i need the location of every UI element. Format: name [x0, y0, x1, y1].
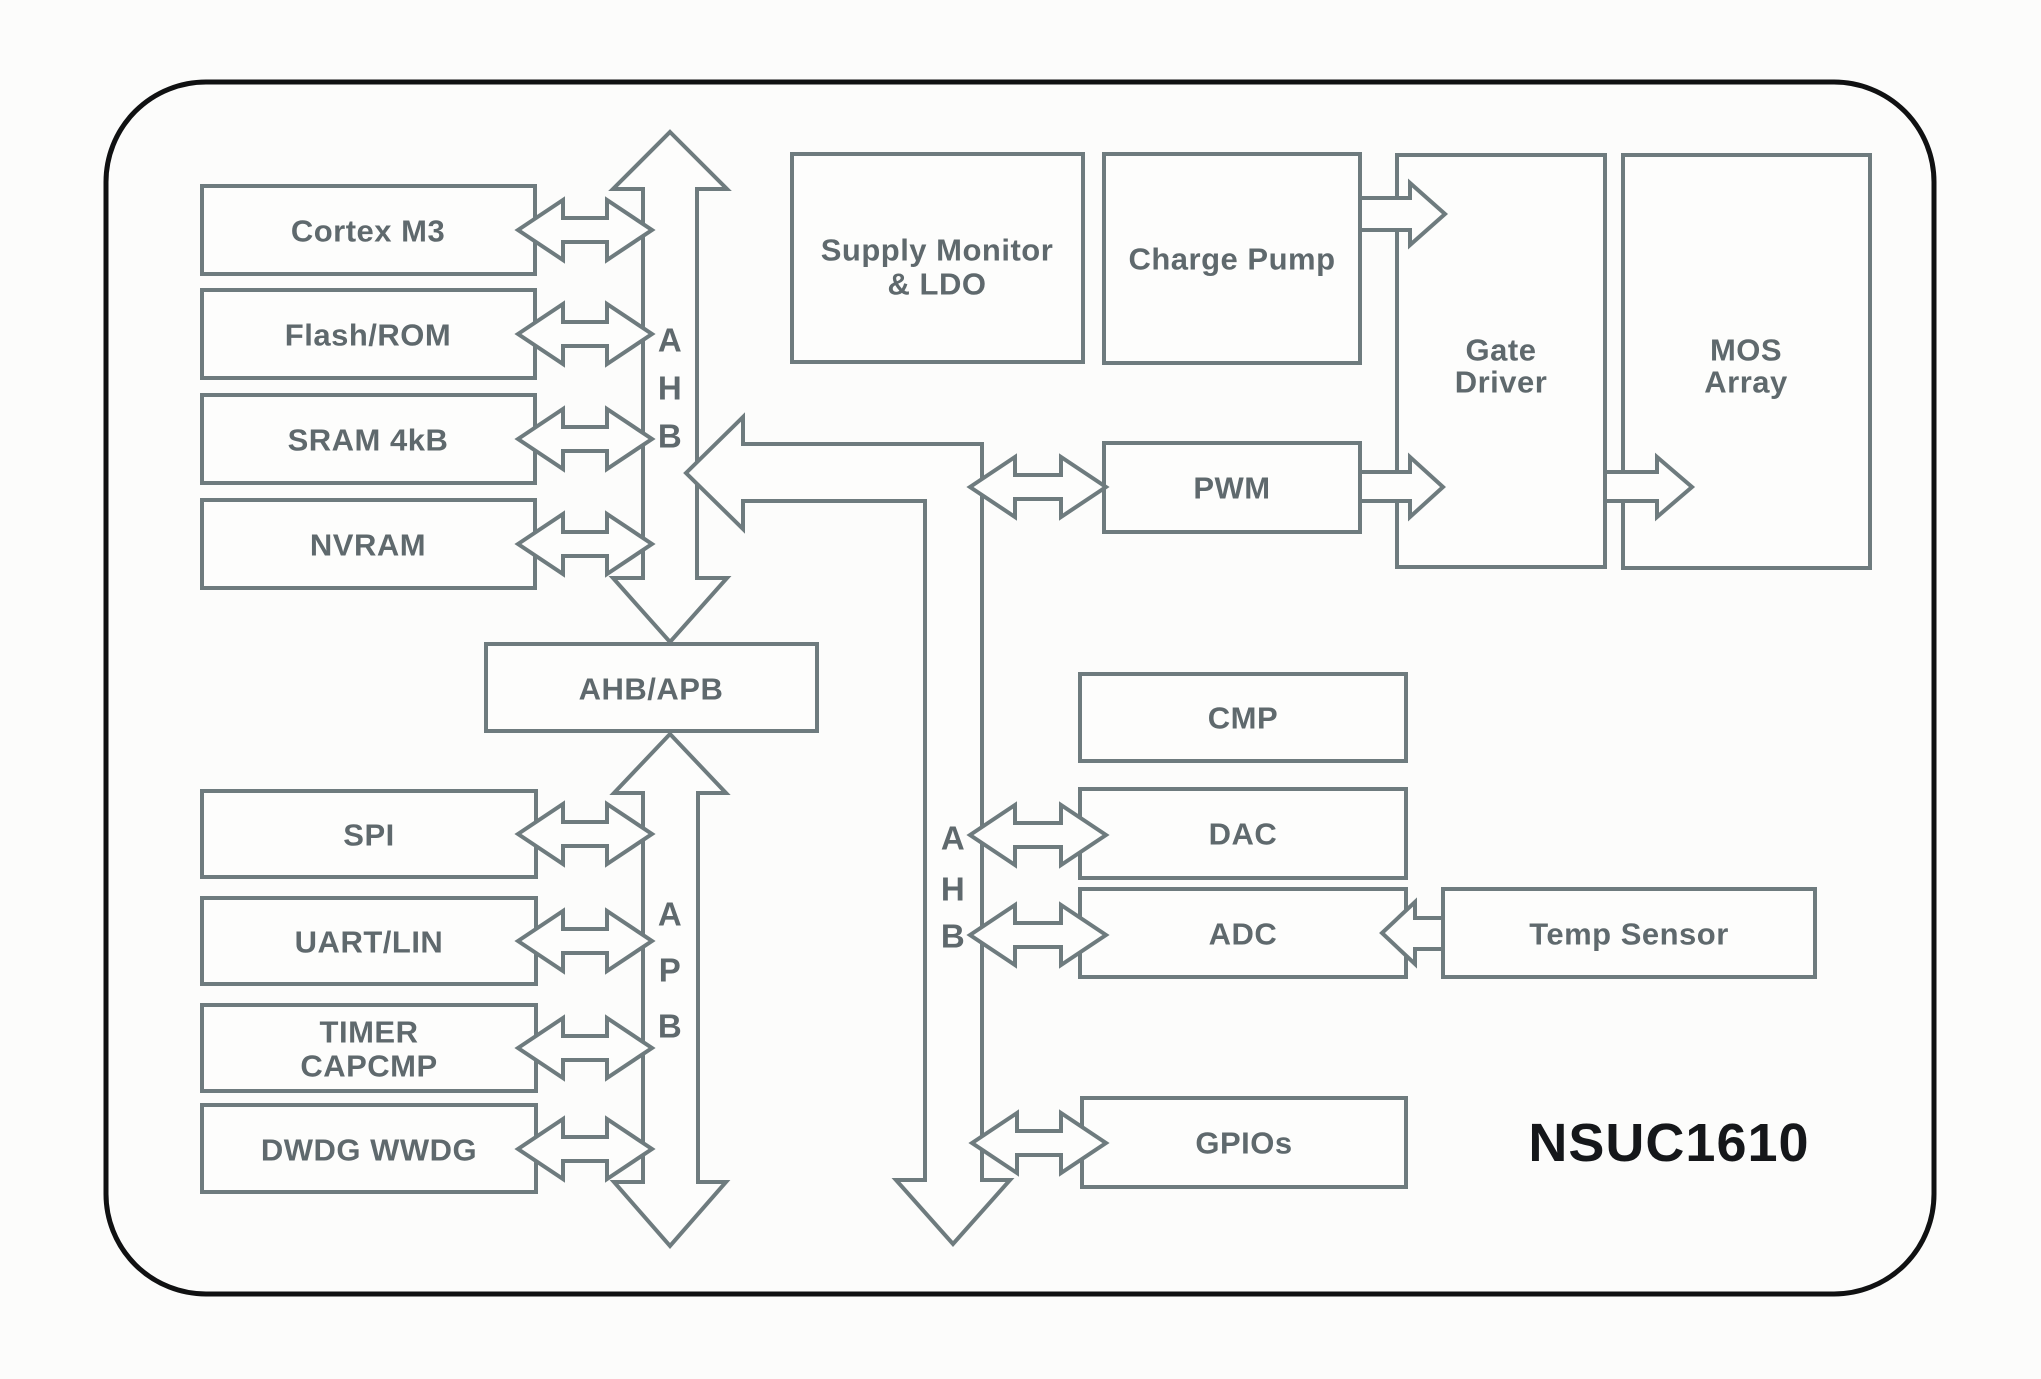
- label-dwdg-wwdg: DWDG WWDG: [261, 1133, 477, 1168]
- box-spi: [200, 789, 538, 879]
- arrow-pwm-ahb: [966, 453, 1110, 521]
- arrow-chargepump-gatedriver: [1358, 178, 1449, 250]
- label-ahb-apb-bridge: AHB/APB: [579, 672, 724, 707]
- label-uart-lin: UART/LIN: [295, 925, 444, 960]
- arrow-gpios-ahb: [968, 1109, 1110, 1177]
- label-supply-monitor: Supply Monitor: [821, 233, 1054, 268]
- arrow-sram-ahb: [514, 405, 656, 473]
- label-gate: Gate: [1466, 333, 1537, 368]
- label-ldo: & LDO: [888, 267, 987, 302]
- apb-bus-arrow: [609, 731, 731, 1250]
- apb-letter-b: B: [658, 1008, 682, 1045]
- arrow-nvram-ahb: [514, 510, 656, 578]
- apb-letter-p: P: [659, 952, 682, 989]
- ahb-right-letter-b: B: [941, 918, 965, 955]
- ahb-left-letter-b: B: [658, 418, 682, 455]
- label-driver: Driver: [1455, 365, 1548, 400]
- arrow-dwdg-apb: [514, 1115, 656, 1183]
- box-charge-pump: [1102, 152, 1362, 365]
- arrow-uart-apb: [514, 907, 656, 975]
- label-array: Array: [1704, 365, 1788, 400]
- box-nvram: [200, 498, 537, 590]
- label-cmp: CMP: [1208, 701, 1278, 736]
- label-temp-sensor: Temp Sensor: [1529, 917, 1729, 952]
- arrow-tempsensor-adc: [1379, 897, 1445, 969]
- label-capcmp: CAPCMP: [300, 1049, 437, 1084]
- ahb-right-letter-h: H: [941, 871, 965, 908]
- label-timer: TIMER: [320, 1015, 419, 1050]
- box-ahb-apb-bridge: [484, 642, 819, 733]
- box-flash-rom: [200, 288, 537, 380]
- label-sram: SRAM 4kB: [288, 423, 449, 458]
- box-temp-sensor: [1441, 887, 1817, 979]
- ahb-left-letter-h: H: [658, 370, 682, 407]
- arrow-pwm-gatedriver: [1358, 452, 1446, 522]
- label-pwm: PWM: [1193, 471, 1270, 506]
- box-cmp: [1078, 672, 1408, 763]
- apb-letter-a: A: [658, 896, 682, 933]
- label-flash-rom: Flash/ROM: [285, 318, 451, 353]
- arrow-spi-apb: [514, 800, 656, 868]
- box-cortex-m3: [200, 184, 537, 276]
- box-supply-monitor-ldo: [790, 152, 1085, 364]
- label-charge-pump: Charge Pump: [1128, 242, 1335, 277]
- ahb-right-bus-arrow: [683, 412, 1015, 1248]
- label-cortex-m3: Cortex M3: [291, 214, 445, 249]
- label-mos: MOS: [1710, 333, 1782, 368]
- arrow-flash-ahb: [514, 300, 656, 368]
- box-timer-capcmp: [200, 1003, 538, 1093]
- arrow-timer-apb: [514, 1014, 656, 1082]
- arrow-cortex-ahb: [514, 196, 656, 264]
- arrow-adc-ahb: [966, 901, 1110, 969]
- label-gpios: GPIOs: [1195, 1126, 1292, 1161]
- label-dac: DAC: [1209, 817, 1278, 852]
- box-uart-lin: [200, 896, 538, 986]
- label-adc: ADC: [1209, 917, 1278, 952]
- chip-title: NSUC1610: [1528, 1113, 1809, 1173]
- ahb-right-letter-a: A: [941, 820, 965, 857]
- box-gpios: [1080, 1096, 1408, 1189]
- ahb-left-letter-a: A: [658, 322, 682, 359]
- label-nvram: NVRAM: [310, 528, 426, 563]
- label-spi: SPI: [343, 818, 394, 853]
- chip-outline: [103, 79, 1937, 1297]
- arrow-dac-ahb: [966, 801, 1110, 869]
- arrow-gatedriver-mosarray: [1603, 452, 1696, 522]
- box-dwdg-wwdg: [200, 1103, 538, 1194]
